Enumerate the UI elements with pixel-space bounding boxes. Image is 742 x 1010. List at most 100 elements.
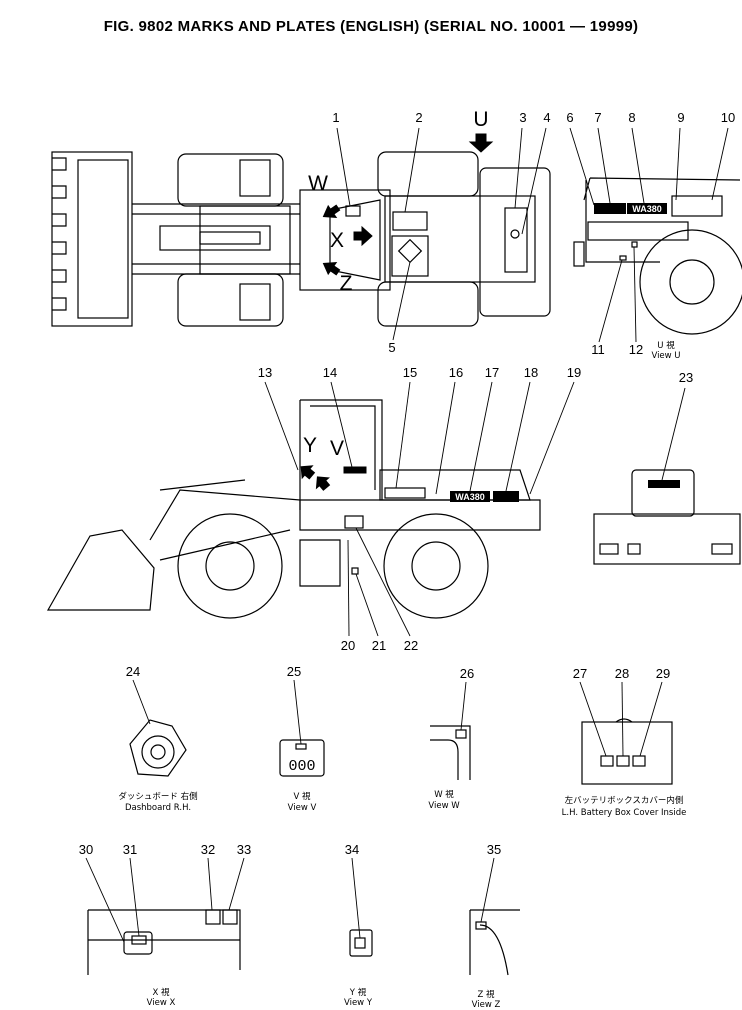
- callout-20: 20: [341, 638, 355, 653]
- plate-4: [510, 229, 520, 239]
- callout-18: 18: [524, 365, 538, 380]
- callout-5: 5: [388, 340, 395, 355]
- caption-view-u-en: View U: [651, 351, 680, 361]
- callout-28: 28: [615, 666, 629, 681]
- callout-32: 32: [201, 842, 215, 857]
- plate-29: [632, 755, 646, 767]
- plate-3: [504, 207, 528, 273]
- plate-21: [351, 567, 359, 575]
- plate-14: [343, 466, 367, 474]
- callout-15: 15: [403, 365, 417, 380]
- callout-25: 25: [287, 664, 301, 679]
- caption-battery-en: L.H. Battery Box Cover Inside: [562, 808, 687, 818]
- letter-u: U: [473, 108, 488, 131]
- callout-10: 10: [721, 110, 735, 125]
- callout-35: 35: [487, 842, 501, 857]
- plate-2: [392, 211, 428, 231]
- callout-9: 9: [677, 110, 684, 125]
- callout-26: 26: [460, 666, 474, 681]
- caption-view-z-en: View Z: [472, 1000, 501, 1010]
- caption-dashboard-en: Dashboard R.H.: [125, 803, 191, 813]
- detail-view-v: 000: [279, 739, 325, 777]
- plate-32: [205, 909, 221, 925]
- plate-12: [631, 241, 638, 248]
- view-u-rear: WA380: [573, 177, 742, 335]
- arrow-x-icon: [353, 225, 373, 247]
- captions: U 視 View U ダッシュボード 右側 Dashboard R.H. V 視…: [118, 340, 686, 1010]
- callout-17: 17: [485, 365, 499, 380]
- figure-title: FIG. 9802 MARKS AND PLATES (ENGLISH) (SE…: [103, 18, 639, 35]
- arrow-v-icon: [315, 476, 331, 491]
- detail-view-z: [469, 909, 520, 976]
- callout-27: 27: [573, 666, 587, 681]
- plate-1: [345, 205, 361, 217]
- callout-30: 30: [79, 842, 93, 857]
- callout-19: 19: [567, 365, 581, 380]
- letter-x: X: [330, 229, 344, 252]
- plate-25: [295, 743, 307, 750]
- callout-21: 21: [372, 638, 386, 653]
- callout-31: 31: [123, 842, 137, 857]
- callout-2: 2: [415, 110, 422, 125]
- caption-view-w-en: View W: [428, 801, 460, 811]
- callout-13: 13: [258, 365, 272, 380]
- caption-view-y-en: View Y: [344, 998, 373, 1008]
- top-view-loader: [51, 133, 551, 327]
- callout-4: 4: [543, 110, 550, 125]
- plate-15: [384, 487, 426, 499]
- plate-22: [344, 515, 364, 529]
- plate-8: [627, 203, 667, 214]
- caption-view-z-jp: Z 視: [477, 989, 495, 1000]
- caption-view-x-en: View X: [147, 998, 176, 1008]
- plate-23: [648, 480, 680, 488]
- arrow-z-icon: [322, 262, 341, 276]
- callout-11: 11: [591, 342, 605, 357]
- caption-view-u-jp: U 視: [657, 340, 675, 351]
- caption-view-y-jp: Y 視: [349, 987, 367, 998]
- callout-29: 29: [656, 666, 670, 681]
- detail-view-x: [87, 909, 241, 975]
- caption-view-x-jp: X 視: [152, 987, 170, 998]
- letter-y: Y: [303, 434, 317, 457]
- svg-text:000: 000: [288, 758, 315, 775]
- callout-numbers: 1 2 3 4 5 6 7 8 9 10 11 12 13 14 15 16 1…: [79, 110, 735, 857]
- plate-28: [616, 755, 630, 767]
- plate-5: [397, 238, 423, 264]
- plate-7: [594, 203, 626, 214]
- letter-v: V: [330, 437, 344, 460]
- detail-dashboard: [129, 719, 187, 777]
- letter-w: W: [308, 172, 328, 195]
- side-view-loader: WA380: [46, 399, 541, 619]
- callout-8: 8: [628, 110, 635, 125]
- callout-1: 1: [332, 110, 339, 125]
- callout-23: 23: [679, 370, 693, 385]
- plate-33: [222, 909, 238, 925]
- plate-17: [450, 491, 490, 502]
- plate-18: [493, 491, 519, 502]
- arrow-y-icon: [300, 465, 316, 480]
- detail-view-w: [430, 725, 471, 780]
- caption-view-v-jp: V 視: [293, 791, 311, 802]
- model-badge-u: WA380: [632, 204, 662, 214]
- callout-34: 34: [345, 842, 359, 857]
- callout-16: 16: [449, 365, 463, 380]
- callout-33: 33: [237, 842, 251, 857]
- callout-7: 7: [594, 110, 601, 125]
- detail-battery-box: [581, 718, 673, 785]
- caption-dashboard-jp: ダッシュボード 右側: [118, 791, 197, 802]
- plate-34: [354, 937, 366, 949]
- callout-3: 3: [519, 110, 526, 125]
- callout-14: 14: [323, 365, 337, 380]
- caption-view-w-jp: W 視: [434, 789, 454, 800]
- model-badge-side: WA380: [455, 492, 485, 502]
- arrow-u-icon: [468, 133, 494, 153]
- plate-27: [600, 755, 614, 767]
- callout-24: 24: [126, 664, 140, 679]
- plate-26: [455, 729, 467, 739]
- callout-6: 6: [566, 110, 573, 125]
- caption-view-v-en: View V: [288, 803, 317, 813]
- arrow-w-icon: [322, 204, 341, 218]
- front-detail-23: [593, 469, 741, 565]
